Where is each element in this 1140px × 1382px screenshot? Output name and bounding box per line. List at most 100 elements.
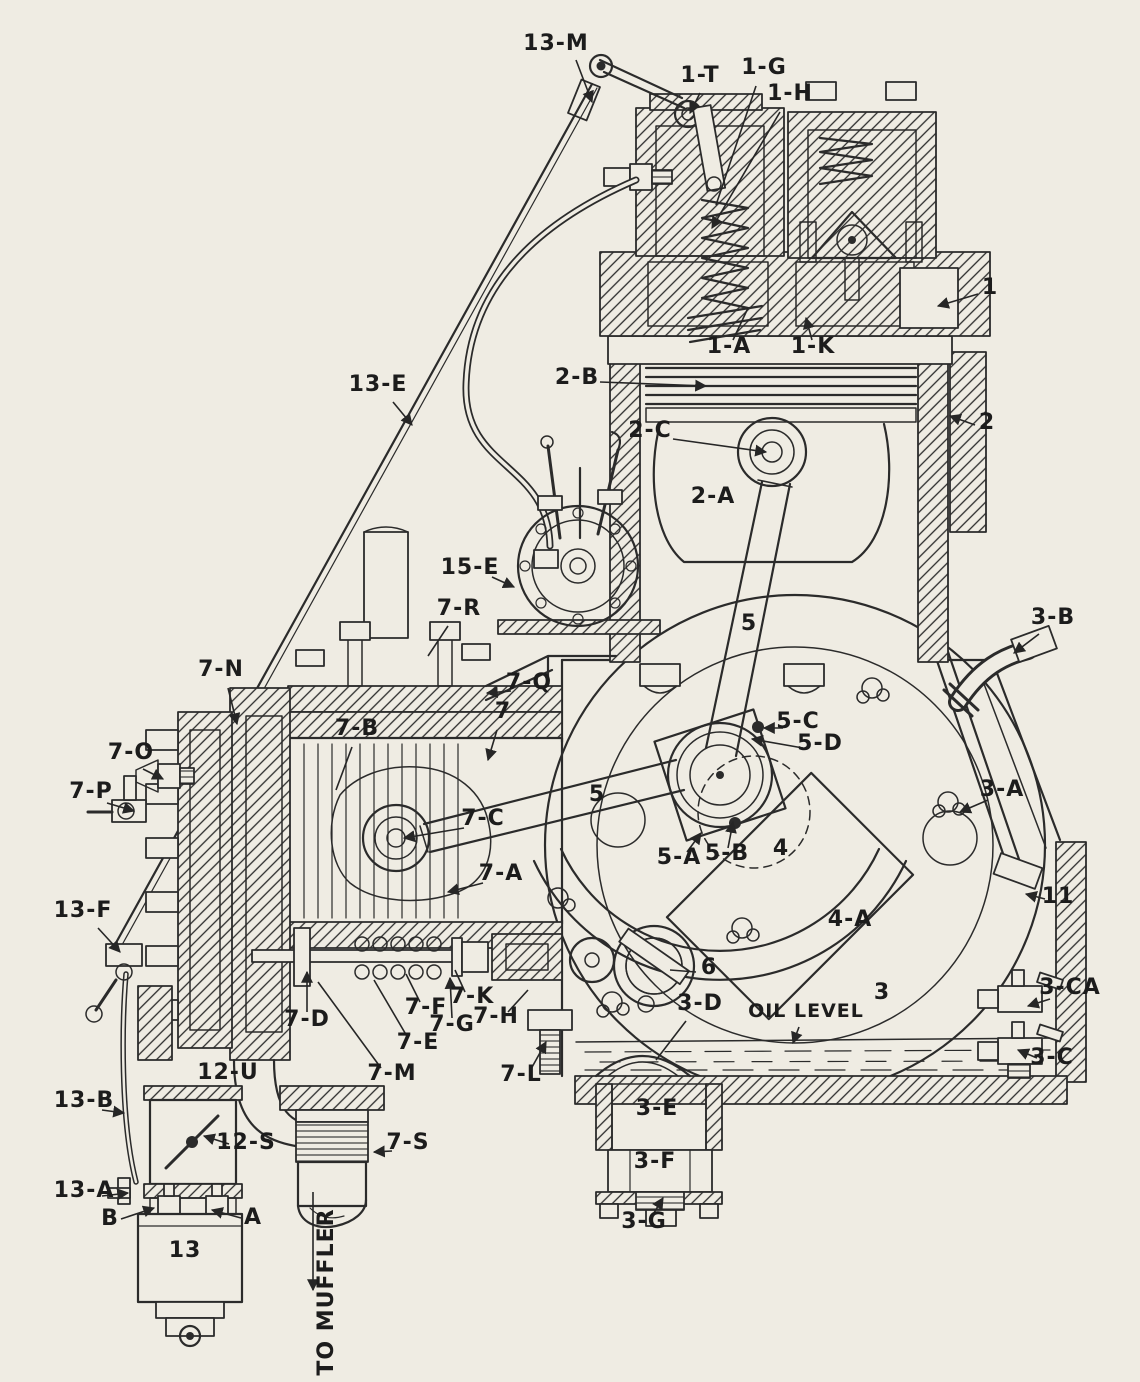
leader-2-b-7 xyxy=(599,379,708,392)
callout-7-g-36: 7-G xyxy=(429,1012,475,1037)
callout-1-k-6: 1-K xyxy=(791,334,836,359)
callout-13-m-0: 13-M xyxy=(523,31,589,56)
leader-1-k-6 xyxy=(803,316,815,341)
callout-2-c-9: 2-C xyxy=(628,418,672,443)
leader-15-e-12 xyxy=(491,576,516,588)
leader-12-s-50 xyxy=(202,1133,230,1146)
callout-3-g-58: 3-G xyxy=(621,1209,667,1234)
callout-2-8: 2 xyxy=(979,410,995,435)
callout-5-d-21: 5-D xyxy=(797,731,843,756)
callout-7-q-15: 7-Q xyxy=(506,670,552,695)
callout-4-29: 4 xyxy=(773,836,789,861)
leader-3-c-47 xyxy=(1016,1048,1038,1060)
wrist-pin xyxy=(736,416,808,488)
pump-connecting-rod xyxy=(419,758,686,854)
leader-a-54 xyxy=(210,1207,242,1219)
leader-7-k-37 xyxy=(454,969,466,993)
leader-7-r-13 xyxy=(427,625,449,657)
ball-joint-13F xyxy=(85,943,173,1061)
callout-7-k-37: 7-K xyxy=(450,984,495,1009)
callout-13-f-33: 13-F xyxy=(54,898,113,923)
oil-pump-15e xyxy=(497,430,661,635)
callout-4-a-30: 4-A xyxy=(828,907,872,932)
pump-cylinder xyxy=(86,526,686,1061)
oil-fittings xyxy=(977,969,1064,1079)
flywheel-bolts xyxy=(547,677,966,1018)
leader-3-g-58 xyxy=(651,1196,664,1217)
leader-1-a-5 xyxy=(732,307,749,341)
callout-3-f-57: 3-F xyxy=(634,1149,676,1174)
valve-assembly xyxy=(251,927,573,1075)
callout-5-b-28: 5-B xyxy=(705,841,749,866)
oil-strainer-dome xyxy=(594,1055,692,1078)
callout-13-a-52: 13-A xyxy=(54,1178,115,1203)
callout-5-a-27: 5-A xyxy=(657,845,701,870)
connecting-rod xyxy=(704,479,793,758)
standpipe xyxy=(363,531,409,639)
leader-1-t-1 xyxy=(689,92,701,115)
leader-7-q-15 xyxy=(485,686,512,699)
head-gasket-band xyxy=(607,335,953,365)
exhaust-valve-chamber xyxy=(787,81,937,301)
leader-7-a-32 xyxy=(446,882,484,896)
callout-7-h-38: 7-H xyxy=(473,1004,519,1029)
callout-2-a-10: 2-A xyxy=(691,484,735,509)
leader-13-m-0 xyxy=(575,59,594,104)
callout-7-a-32: 7-A xyxy=(479,861,523,886)
leader-6-42 xyxy=(669,969,697,973)
leader-7-m-40 xyxy=(317,981,382,1069)
bolt-7L xyxy=(527,1009,573,1031)
leader-7-16 xyxy=(485,729,498,762)
leader-7-e-39 xyxy=(373,979,409,1039)
valve-spring xyxy=(818,136,874,186)
valve-spring-coils xyxy=(354,936,442,980)
callout-oil-level-44: OIL LEVEL xyxy=(748,1000,864,1022)
leader-3-ca-46 xyxy=(1026,997,1051,1009)
leader-2-8 xyxy=(948,414,976,426)
callout-12-u-48: 12-U xyxy=(197,1060,259,1085)
leader-5-a-27 xyxy=(686,832,702,853)
callout-1-4: 1 xyxy=(982,275,998,300)
callout-7-e-39: 7-E xyxy=(397,1030,439,1055)
valve-spring xyxy=(700,198,750,310)
fitting-B xyxy=(157,1195,181,1215)
leader-7-p-23 xyxy=(106,802,136,814)
leader-2-c-9 xyxy=(672,438,768,457)
pump-wrist-pin xyxy=(361,803,431,873)
callout-6-42: 6 xyxy=(701,955,717,980)
callout-7-d-34: 7-D xyxy=(284,1007,330,1032)
leader-11-31 xyxy=(1024,890,1046,903)
fuel-line xyxy=(462,176,640,550)
callout-13-b-49: 13-B xyxy=(54,1088,115,1113)
callout-5-19: 5 xyxy=(741,611,757,636)
callout-13-55: 13 xyxy=(169,1238,202,1263)
cylinder xyxy=(607,335,987,663)
callout-a-54: A xyxy=(244,1205,262,1230)
callout-3-d-43: 3-D xyxy=(677,991,723,1016)
callout-3-ca-46: 3-CA xyxy=(1039,975,1101,1000)
leader-5-d-21 xyxy=(750,734,804,749)
leader-1-4 xyxy=(936,293,979,309)
callout-1-g-2: 1-G xyxy=(741,55,787,80)
leader-1-g-2 xyxy=(715,85,757,206)
callout-to-muffler-59: TO MUFFLER xyxy=(314,1208,339,1375)
callout-b-53: B xyxy=(101,1206,119,1231)
leader-5-b-28 xyxy=(725,820,737,849)
leader-1-h-3 xyxy=(711,111,781,230)
callout-13-e-11: 13-E xyxy=(349,372,408,397)
leader-b-53 xyxy=(120,1205,156,1220)
leader-7-f-35 xyxy=(405,973,421,1003)
callout-15-e-12: 15-E xyxy=(441,555,500,580)
callout-3-c-47: 3-C xyxy=(1030,1045,1074,1070)
callout-1-t-1: 1-T xyxy=(680,63,719,88)
callout-7-p-23: 7-P xyxy=(69,779,113,804)
gear-6 xyxy=(568,924,696,1013)
leader-13-f-33 xyxy=(97,927,121,953)
callout-7-l-41: 7-L xyxy=(500,1062,541,1087)
oil-sump xyxy=(575,1037,1057,1078)
callout-3-e-56: 3-E xyxy=(636,1096,678,1121)
callout-7-c-25: 7-C xyxy=(461,806,505,831)
callout-7-s-51: 7-S xyxy=(386,1130,429,1155)
